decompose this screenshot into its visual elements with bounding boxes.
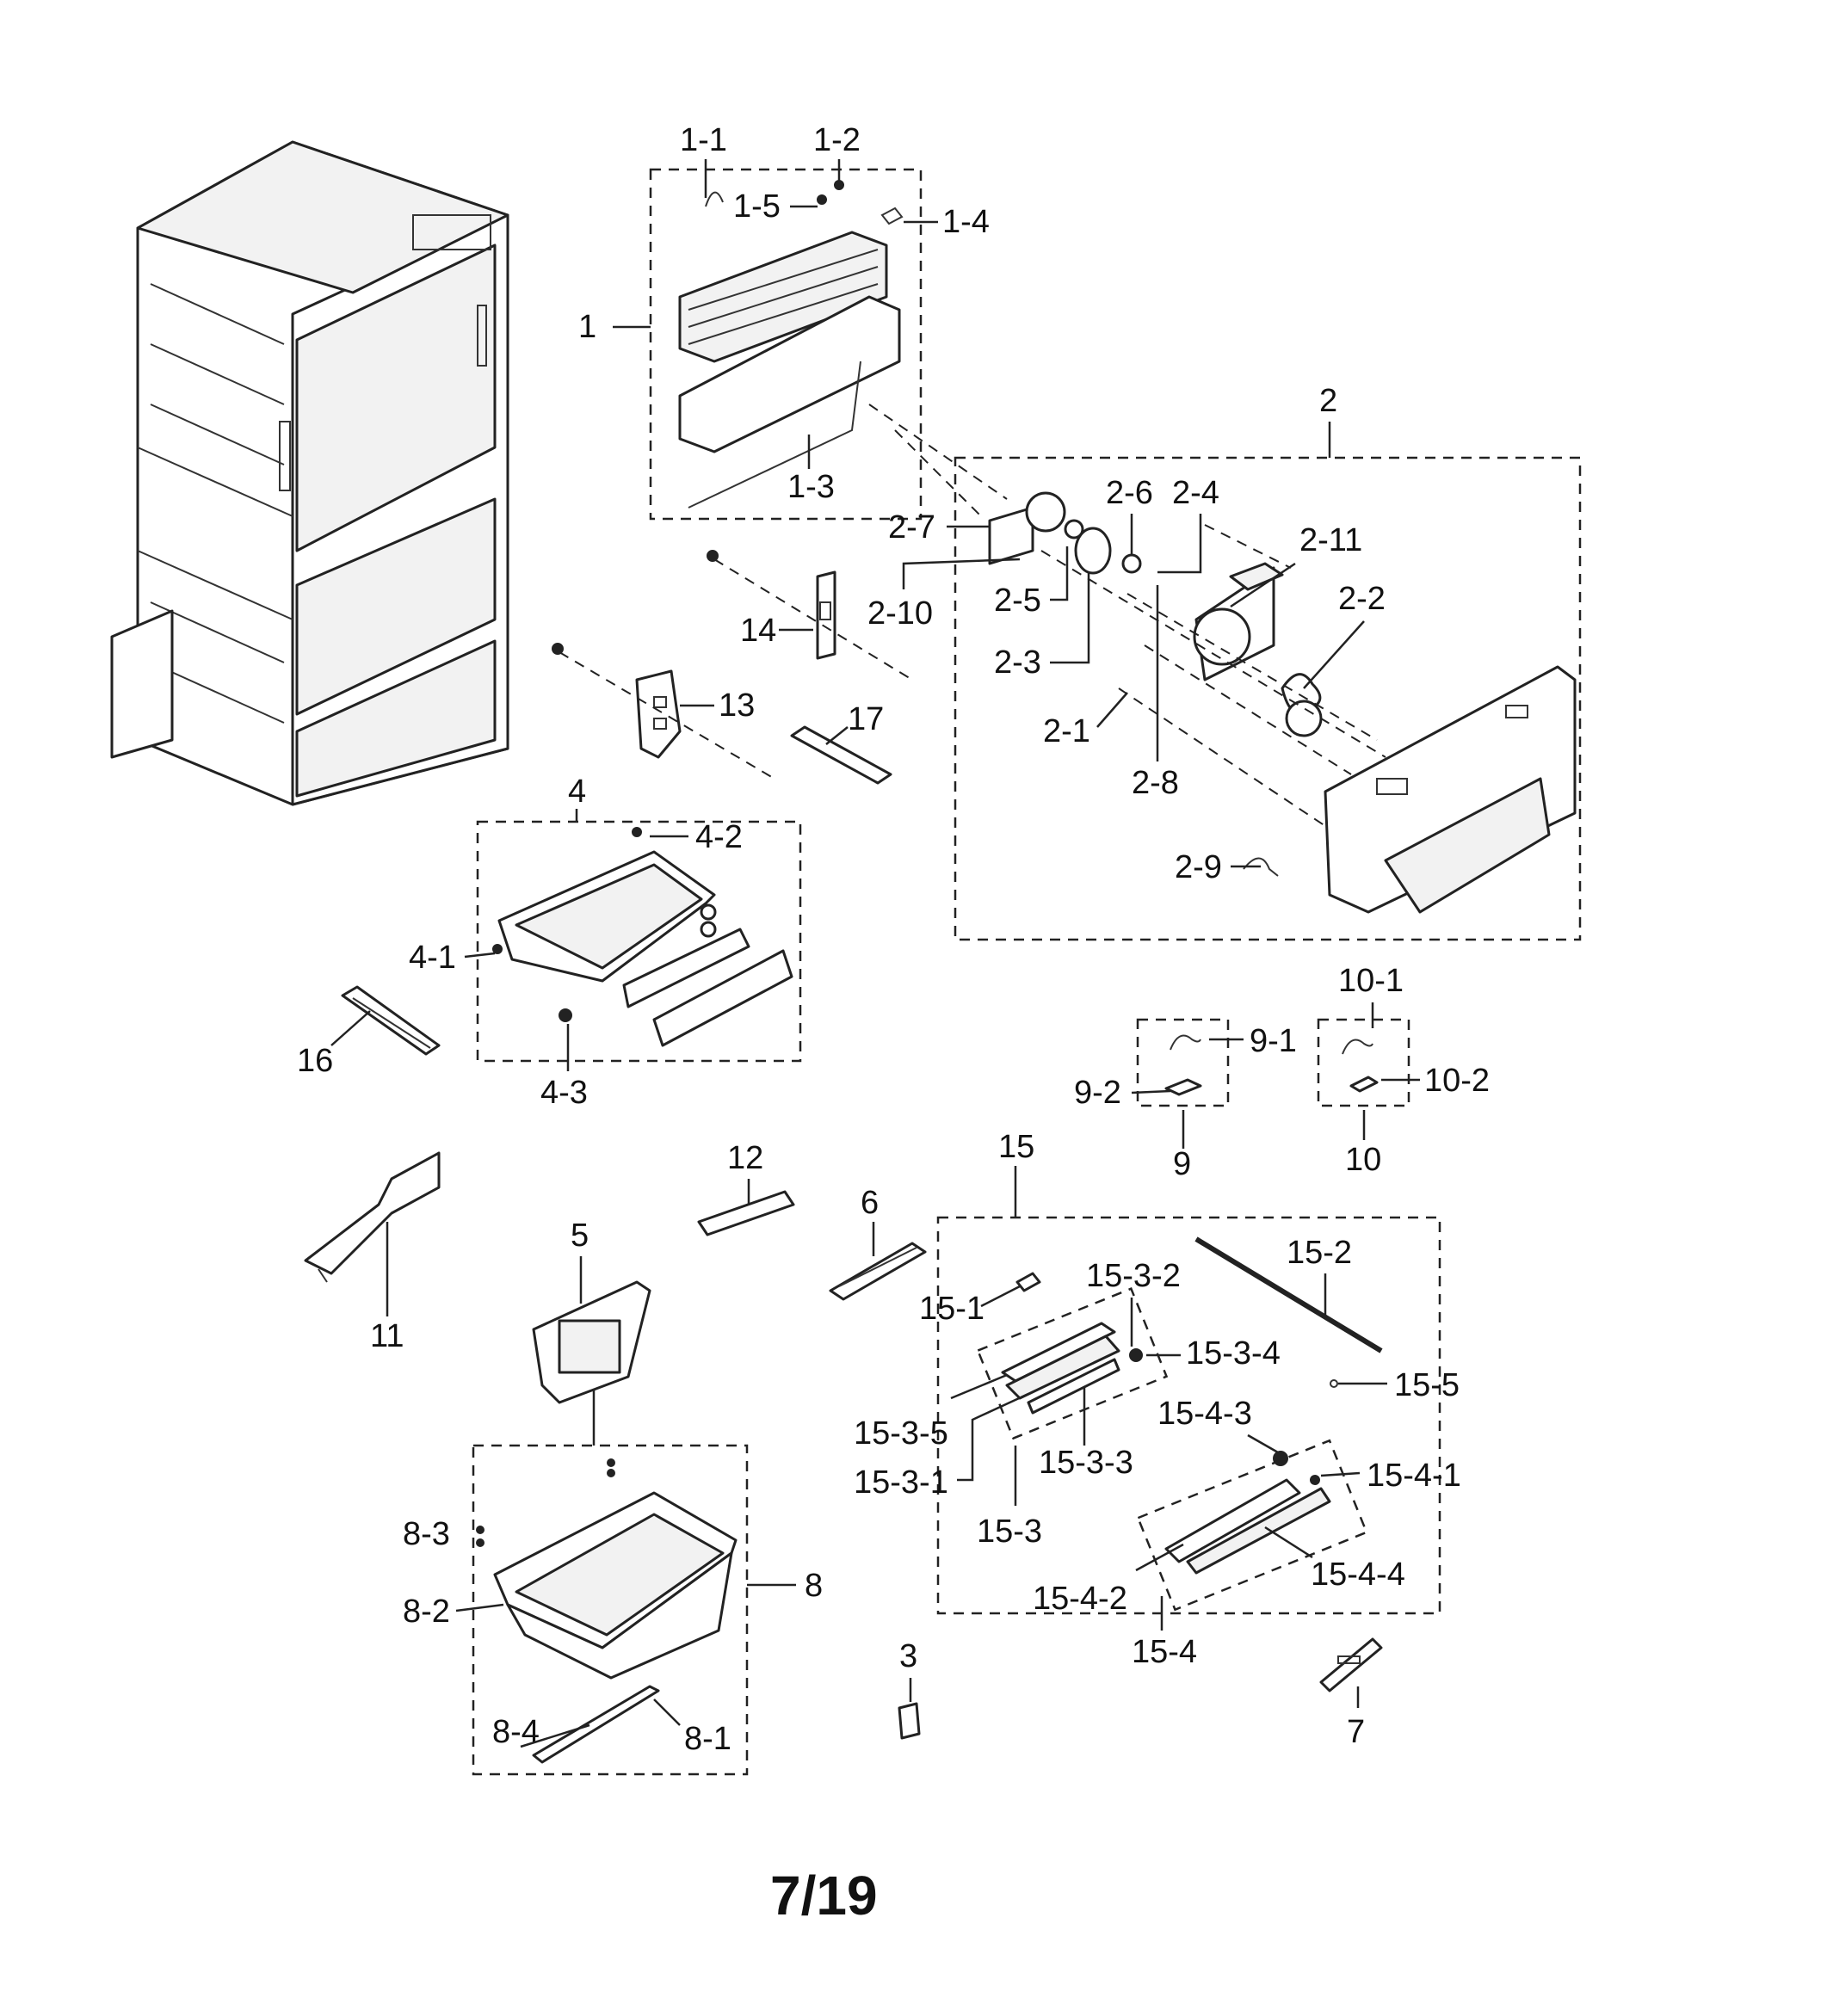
- callout-15-3: 15-3: [977, 1514, 1042, 1550]
- callout-15-4-3: 15-4-3: [1157, 1396, 1252, 1432]
- callout-4-3: 4-3: [540, 1075, 588, 1111]
- callout-8-4: 8-4: [492, 1714, 540, 1750]
- callout-2-7: 2-7: [888, 509, 935, 546]
- callout-15-1: 15-1: [919, 1291, 984, 1327]
- callout-4-1: 4-1: [409, 940, 456, 976]
- callout-15: 15: [998, 1129, 1034, 1165]
- callout-2-1: 2-1: [1043, 713, 1090, 749]
- callout-2-11: 2-11: [1299, 522, 1362, 558]
- part-3-filter: [898, 1702, 921, 1740]
- callout-11: 11: [370, 1318, 404, 1354]
- callout-2-2: 2-2: [1338, 581, 1386, 617]
- group-10-wire: [1317, 1018, 1410, 1107]
- group-2-fan-assembly: [954, 456, 1582, 941]
- callout-16: 16: [297, 1043, 333, 1079]
- label-2: 2: [1319, 383, 1337, 458]
- callout-15-2: 15-2: [1287, 1235, 1352, 1271]
- callout-8: 8: [805, 1568, 823, 1604]
- group-1-evaporator: [649, 168, 923, 521]
- callout-15-3-3: 15-3-3: [1039, 1445, 1133, 1481]
- callout-15-3-2: 15-3-2: [1086, 1258, 1181, 1294]
- callout-15-3-4: 15-3-4: [1186, 1335, 1281, 1372]
- group-15-slide-rails: [936, 1216, 1441, 1615]
- callout-4-2: 4-2: [695, 819, 743, 855]
- callout-1-4: 1-4: [942, 204, 990, 240]
- part-5-divider: [532, 1280, 651, 1404]
- part-12-strip: [697, 1190, 795, 1236]
- refrigerator-cabinet-illustration: [110, 140, 509, 806]
- callout-2-3: 2-3: [994, 644, 1041, 681]
- callout-8-1: 8-1: [684, 1721, 731, 1757]
- part-14-bracket: [707, 550, 836, 660]
- group-4-drawer: [476, 820, 802, 1063]
- callout-2: 2: [1319, 383, 1337, 419]
- callout-15-4-2: 15-4-2: [1033, 1581, 1127, 1617]
- callout-9-2: 9-2: [1074, 1075, 1121, 1111]
- callout-4: 4: [568, 774, 586, 810]
- callout-2-6: 2-6: [1106, 475, 1153, 511]
- callout-15-4-4: 15-4-4: [1311, 1557, 1405, 1593]
- callout-15-3-1: 15-3-1: [854, 1464, 948, 1501]
- callout-10: 10: [1345, 1142, 1381, 1178]
- callout-1-3: 1-3: [787, 469, 835, 505]
- callout-2-10: 2-10: [867, 595, 933, 632]
- label-1: 1: [578, 309, 651, 345]
- callout-15-3-5: 15-3-5: [854, 1415, 948, 1452]
- callout-15-4-1: 15-4-1: [1367, 1458, 1461, 1494]
- part-6-rail: [829, 1242, 927, 1301]
- page-number: 7/19: [770, 1865, 878, 1927]
- callout-13: 13: [719, 687, 755, 724]
- callout-9-1: 9-1: [1250, 1023, 1297, 1059]
- callout-9: 9: [1173, 1146, 1191, 1182]
- callout-2-8: 2-8: [1132, 765, 1179, 801]
- callout-10-2: 10-2: [1424, 1063, 1490, 1099]
- callout-1: 1: [578, 309, 596, 345]
- callout-6: 6: [861, 1185, 879, 1221]
- callout-15-4: 15-4: [1132, 1634, 1197, 1670]
- callout-1-5: 1-5: [733, 188, 781, 225]
- callout-14: 14: [740, 613, 776, 649]
- callout-2-9: 2-9: [1175, 849, 1222, 885]
- group-8-basket: [472, 1444, 749, 1776]
- callout-17: 17: [848, 701, 884, 737]
- callout-8-2: 8-2: [403, 1594, 450, 1630]
- part-11-cover: [304, 1151, 441, 1283]
- callout-2-5: 2-5: [994, 583, 1041, 619]
- part-13-bracket: [552, 643, 682, 759]
- callout-5: 5: [571, 1218, 589, 1254]
- part-17-rail: [790, 725, 892, 785]
- callout-15-5: 15-5: [1394, 1367, 1460, 1403]
- part-7-rail: [1319, 1637, 1383, 1692]
- callout-10-1: 10-1: [1338, 963, 1404, 999]
- callout-1-2: 1-2: [813, 122, 861, 158]
- part-16-rail: [341, 985, 441, 1056]
- callout-2-4: 2-4: [1172, 475, 1219, 511]
- callout-7: 7: [1347, 1714, 1365, 1750]
- group-9-wire: [1136, 1018, 1230, 1107]
- callout-3: 3: [899, 1638, 917, 1674]
- callout-8-3: 8-3: [403, 1516, 450, 1552]
- callout-1-1: 1-1: [680, 122, 727, 158]
- callout-12: 12: [727, 1140, 763, 1176]
